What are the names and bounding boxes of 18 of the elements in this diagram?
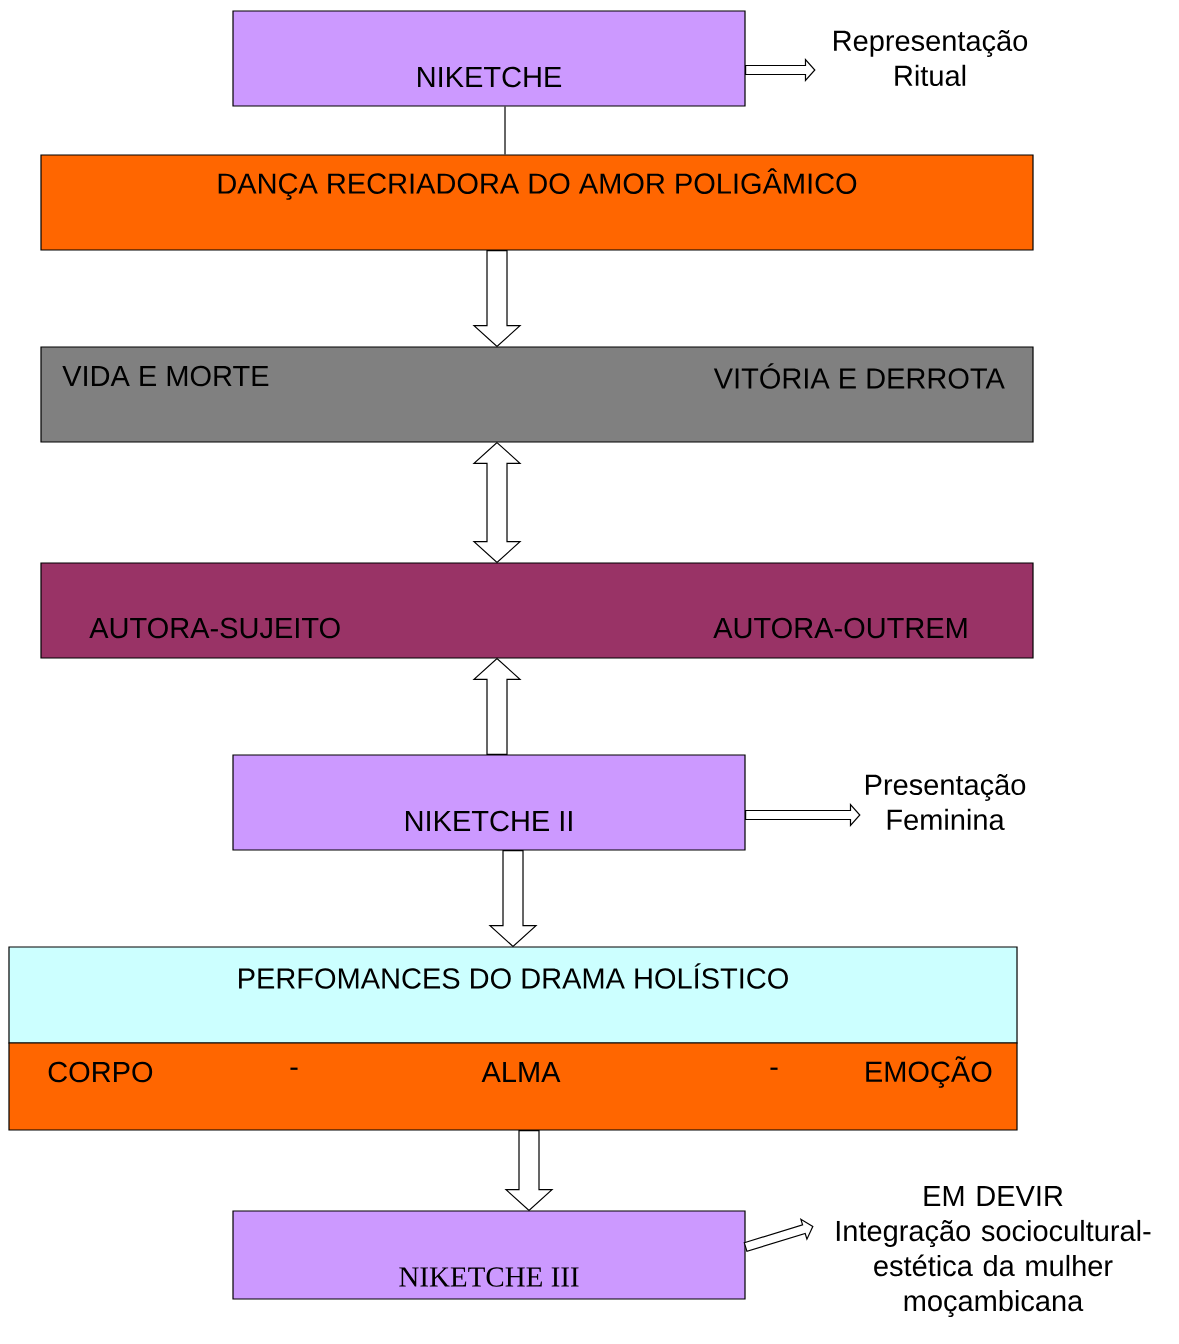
process-box: VIDA E MORTE VITÓRIA E DERROTA <box>40 346 1034 443</box>
process-box: PERFOMANCES DO DRAMA HOLÍSTICO <box>8 946 1018 1044</box>
process-box: NIKETCHE <box>232 10 746 107</box>
process-box: CORPO - ALMA - EMOÇÃO <box>8 1042 1018 1131</box>
annotation-text: EM DEVIR Integração sociocultural-estética da mulher moçambicana <box>836 1185 1151 1318</box>
process-box: DANÇA RECRIADORA DO AMOR POLIGÂMICO <box>40 154 1034 251</box>
block-arrow <box>472 657 522 755</box>
block-arrow <box>745 803 861 827</box>
process-box: NIKETCHE II <box>232 754 746 851</box>
process-box: AUTORA-SUJEITO AUTORA-OUTREM <box>40 562 1034 659</box>
process-box: NIKETCHE III <box>232 1210 746 1300</box>
block-arrow <box>472 250 522 348</box>
connector-line <box>504 106 506 155</box>
block-arrow <box>745 58 816 82</box>
block-arrow <box>504 1130 554 1212</box>
annotation-text: Presentação Feminina <box>866 773 1026 831</box>
annotation-text: Representação Ritual <box>834 29 1028 87</box>
block-arrow <box>488 850 538 948</box>
